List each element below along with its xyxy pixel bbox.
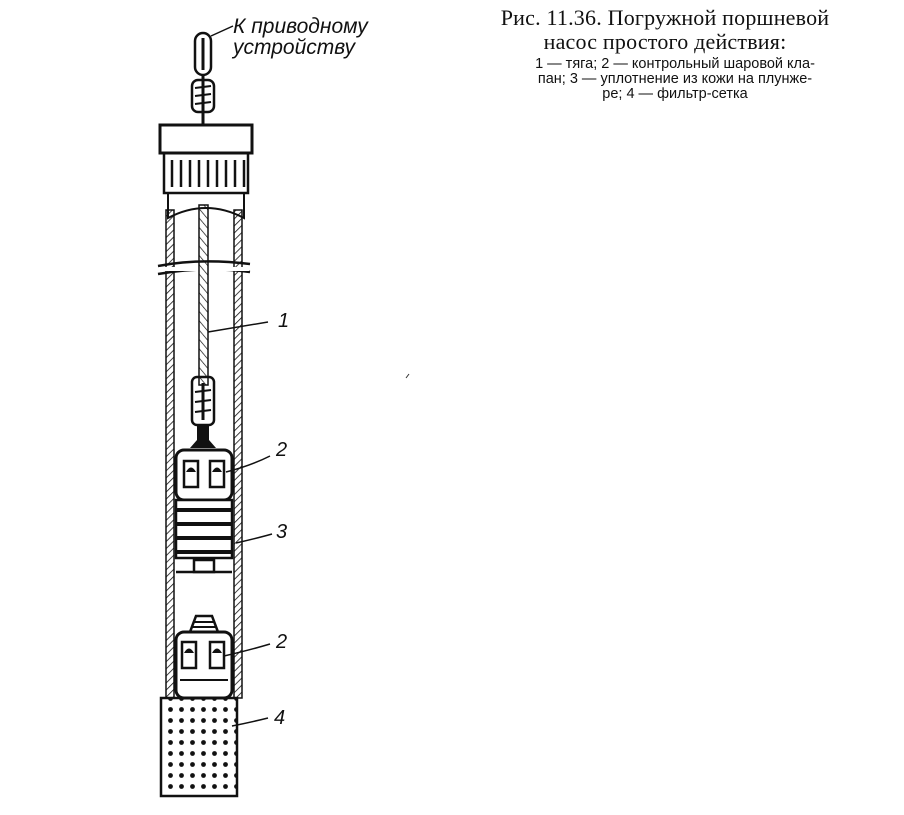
filter-screen	[159, 696, 239, 798]
drive-label-line1: К приводному	[233, 15, 369, 38]
figure-caption: Рис. 11.36. Погружной поршневой насос пр…	[440, 6, 890, 102]
callout-leaders	[207, 321, 273, 727]
legend-line1: 1 — тяга; 2 — контрольный шаровой кла-	[535, 56, 815, 72]
plunger-seals	[174, 498, 234, 574]
caption-title-line1: Рис. 11.36. Погружной поршневой	[500, 5, 830, 30]
upper-valve	[174, 448, 234, 502]
callout-1: 1	[278, 310, 289, 332]
caption-title-line2: насос простого действия:	[543, 29, 787, 54]
callout-2-lower: 2	[275, 631, 287, 653]
callout-4: 4	[274, 707, 285, 729]
drive-label: К приводному устройству	[210, 15, 369, 59]
drive-label-line2: устройству	[231, 36, 357, 59]
pump-rod	[190, 204, 216, 448]
callout-3: 3	[276, 521, 287, 543]
caption-legend: 1 — тяга; 2 — контрольный шаровой кла- п…	[440, 57, 890, 102]
legend-line3: ре; 4 — фильтр-сетка	[602, 86, 748, 102]
pump-head	[158, 123, 254, 220]
callout-2-upper: 2	[275, 439, 287, 461]
lower-valve	[174, 614, 234, 700]
legend-line2: пан; 3 — уплотнение из кожи на плунже-	[537, 71, 813, 87]
top-hanger	[190, 31, 216, 125]
